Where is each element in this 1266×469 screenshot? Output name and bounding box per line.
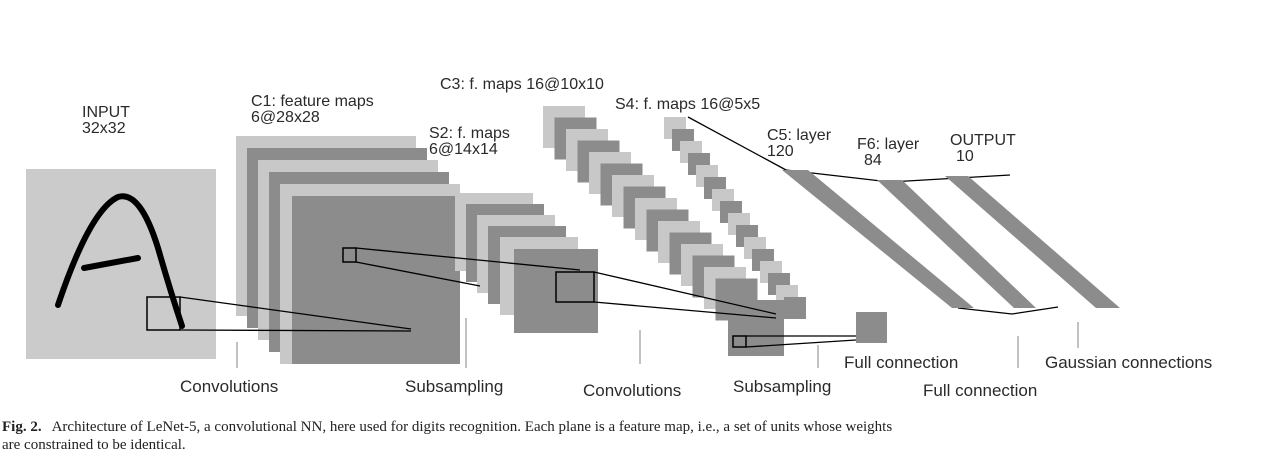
operation-tick-marks bbox=[236, 318, 1079, 368]
s2-receptive-field bbox=[555, 271, 595, 303]
s4-to-c5-line bbox=[745, 339, 857, 348]
c1-layer bbox=[236, 136, 460, 364]
s2-to-c3-line bbox=[593, 301, 777, 319]
c1-label: C1: feature maps bbox=[251, 93, 374, 110]
input-to-c1-line bbox=[179, 329, 412, 332]
c1-size-label: 6@28x28 bbox=[251, 109, 320, 126]
f6-label: F6: layer bbox=[857, 136, 920, 153]
c1-plane bbox=[292, 196, 460, 364]
s2-label: S2: f. maps bbox=[429, 125, 510, 142]
op-full-connection-2: Full connection bbox=[923, 381, 1037, 400]
figure-label: Fig. 2. bbox=[2, 419, 42, 435]
op-convolutions-2: Convolutions bbox=[583, 381, 681, 400]
figure-caption: Fig. 2.Architecture of LeNet-5, a convol… bbox=[2, 418, 902, 454]
s4-receptive-field bbox=[732, 335, 747, 348]
input-layer bbox=[26, 169, 216, 359]
input-to-c1-line bbox=[179, 296, 412, 330]
s4-plane bbox=[784, 297, 806, 319]
output-band bbox=[945, 176, 1120, 308]
operation-labels: Convolutions Subsampling Convolutions Su… bbox=[180, 353, 1212, 400]
c1-to-s2-line bbox=[355, 247, 581, 271]
c1-receptive-field bbox=[342, 247, 357, 263]
s4-to-c5-top-line bbox=[687, 116, 787, 171]
s2-layer bbox=[455, 193, 598, 333]
f6-output-bottom-line bbox=[957, 306, 1059, 315]
f6-band bbox=[877, 180, 1036, 308]
c5-size-label: 120 bbox=[767, 143, 794, 160]
op-full-connection-1: Full connection bbox=[844, 353, 958, 372]
layer-labels: INPUT 32x32 C1: feature maps 6@28x28 S2:… bbox=[82, 76, 1016, 169]
op-subsampling-1: Subsampling bbox=[405, 377, 503, 396]
c5-unit-square bbox=[856, 312, 887, 343]
input-receptive-field bbox=[146, 296, 181, 331]
op-subsampling-2: Subsampling bbox=[733, 377, 831, 396]
s2-size-label: 6@14x14 bbox=[429, 141, 498, 158]
lenet5-architecture-diagram: INPUT 32x32 C1: feature maps 6@28x28 S2:… bbox=[26, 76, 1212, 400]
c5-band bbox=[782, 170, 974, 308]
projection-lines bbox=[179, 116, 1059, 348]
op-gaussian-connections: Gaussian connections bbox=[1045, 353, 1212, 372]
caption-text: Architecture of LeNet-5, a convolutional… bbox=[2, 419, 893, 453]
c3-layer bbox=[543, 106, 758, 321]
s2-to-c3-line bbox=[593, 271, 777, 315]
input-label: INPUT bbox=[82, 104, 130, 121]
output-label: OUTPUT bbox=[950, 132, 1016, 149]
op-convolutions-1: Convolutions bbox=[180, 377, 278, 396]
c1-to-s2-line bbox=[355, 261, 481, 287]
s4-layer bbox=[664, 117, 806, 356]
s4-label: S4: f. maps 16@5x5 bbox=[615, 96, 760, 113]
c5-label: C5: layer bbox=[767, 127, 832, 144]
output-size-label: 10 bbox=[956, 148, 974, 165]
fully-connected-bands bbox=[782, 170, 1120, 343]
handwritten-letter-a bbox=[55, 193, 185, 329]
c3-label: C3: f. maps 16@10x10 bbox=[440, 76, 604, 93]
input-size-label: 32x32 bbox=[82, 120, 126, 137]
f6-size-label: 84 bbox=[864, 152, 882, 169]
handwritten-letter-a-bar bbox=[81, 255, 141, 271]
